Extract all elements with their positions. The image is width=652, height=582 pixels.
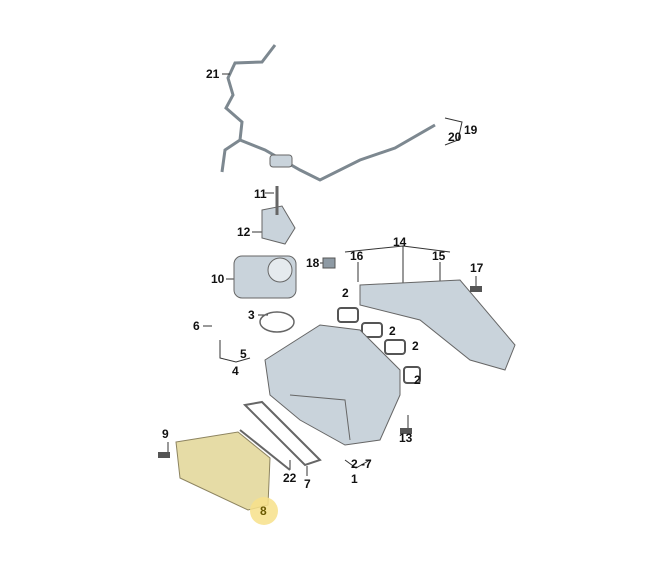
part-label[interactable]: 19 [464, 123, 478, 137]
part-label[interactable]: 6 [193, 319, 200, 333]
part-label[interactable]: 2 [342, 286, 349, 300]
part-label[interactable]: 20 [448, 130, 462, 144]
bolt-17 [470, 286, 482, 292]
part-label[interactable]: 13 [399, 431, 413, 445]
o-ring [259, 311, 295, 333]
gaskets [337, 307, 421, 384]
part-label[interactable]: 5 [240, 347, 247, 361]
part-label[interactable]: 3 [248, 308, 255, 322]
part-label[interactable]: 16 [350, 249, 364, 263]
part-label[interactable]: 14 [393, 235, 407, 249]
highlight-marker [250, 497, 278, 525]
bolt-13 [400, 428, 412, 434]
part-label[interactable]: 2 -7 [351, 457, 372, 471]
part-label[interactable]: 22 [283, 471, 297, 485]
part-label[interactable]: 2 [412, 339, 419, 353]
check-valve [269, 154, 293, 168]
intake-gasket [239, 400, 322, 471]
throttle-body [233, 255, 297, 299]
part-label[interactable]: 2 [389, 324, 396, 338]
part-label[interactable]: 1 [351, 472, 358, 486]
part-label[interactable]: 18 [306, 256, 320, 270]
part-label[interactable]: 9 [162, 427, 169, 441]
part-label[interactable]: 15 [432, 249, 446, 263]
intake-manifold-upper [359, 279, 516, 371]
part-label[interactable]: 4 [232, 364, 239, 378]
sensor [322, 257, 336, 269]
part-label-highlighted[interactable]: 8 [260, 504, 267, 518]
part-label[interactable]: 12 [237, 225, 251, 239]
bolt-9 [158, 452, 170, 458]
intake-manifold [264, 324, 401, 446]
part-label[interactable]: 10 [211, 272, 225, 286]
bracket [261, 205, 296, 245]
part-label[interactable]: 2 [414, 373, 421, 387]
part-label[interactable]: 7 [304, 477, 311, 491]
vacuum-hose [220, 44, 436, 182]
part-label[interactable]: 11 [254, 187, 267, 201]
part-label[interactable]: 21 [206, 67, 220, 81]
part-label[interactable]: 17 [470, 261, 484, 275]
